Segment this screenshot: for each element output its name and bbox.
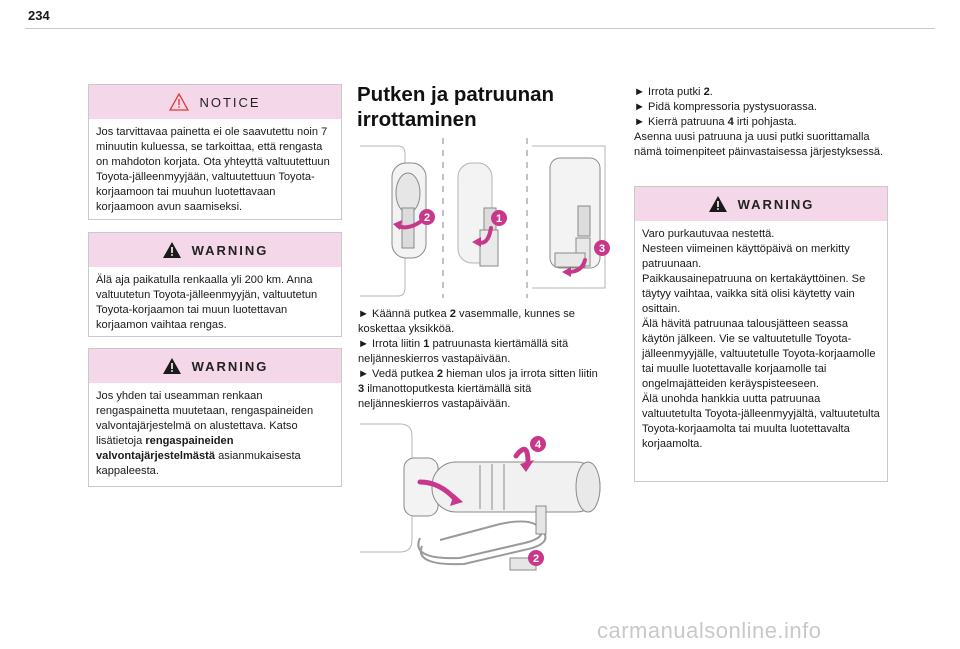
step-text: patruunasta kiertämällä sitä neljänneski… xyxy=(358,338,569,365)
step-text: ► Kierrä patruuna xyxy=(634,116,728,128)
warning-header-2: WARNING xyxy=(89,349,341,383)
warning-triangle-outline-icon xyxy=(169,93,190,111)
step-text: ilmanottoputkesta kiertämällä sitä neljä… xyxy=(358,383,532,410)
warning-box-2: WARNING Jos yhden tai useamman renkaan r… xyxy=(88,348,342,487)
right-step-3: ► Kierrä patruuna 4 irti pohjasta. xyxy=(634,115,890,130)
step-text: irti pohjasta. xyxy=(733,116,797,128)
step-text: ► Irrota liitin xyxy=(358,338,424,350)
page-number: 234 xyxy=(28,8,50,23)
warning-line: Älä unohda hankkia uutta patruunaa valtu… xyxy=(642,393,880,450)
figure-label-1: 1 xyxy=(496,213,502,225)
notice-title: NOTICE xyxy=(199,94,261,110)
step-1: ► Käännä putkea 2 vasemmalle, kunnes se … xyxy=(358,307,603,337)
warning-text-2-link: rengaspaineiden valvontajärjestelmästä xyxy=(96,435,234,462)
step-text: ► Käännä putkea xyxy=(358,308,450,320)
step-2: ► Irrota liitin 1 patruunasta kiertämäll… xyxy=(358,337,603,367)
figure-remove-cartridge: 4 2 xyxy=(360,423,601,571)
warning-line: Varo purkautuvaa nestettä. xyxy=(642,228,775,240)
step-3: ► Vedä putkea 2 hieman ulos ja irrota si… xyxy=(358,367,603,412)
step-ref: 2 xyxy=(703,86,710,98)
warning-box-1: WARNING Älä aja paikatulla renkaalla yli… xyxy=(88,232,342,337)
figure-label-4: 4 xyxy=(535,439,542,451)
warning-box-3: WARNING Varo purkautuvaa nestettä. Neste… xyxy=(634,186,888,482)
right-paragraph: Asenna uusi patruuna ja uusi putki suori… xyxy=(634,131,884,158)
step-ref: 1 xyxy=(423,338,430,350)
step-text: ► Pidä kompressoria pystysuorassa. xyxy=(634,101,818,113)
step-ref: 4 xyxy=(727,116,734,128)
figure-label-2: 2 xyxy=(424,212,430,224)
warning-line: Älä hävitä patruunaa talousjätteen seass… xyxy=(642,318,876,390)
section-heading: Putken ja patruunan irrottaminen xyxy=(357,83,555,131)
warning-header-1: WARNING xyxy=(89,233,341,267)
right-step-1: ► Irrota putki 2. xyxy=(634,85,890,100)
step-text: vasemmalle, kunnes se koskettaa yksikköä… xyxy=(358,308,575,335)
warning-triangle-icon xyxy=(162,358,181,374)
warning-title-3: WARNING xyxy=(737,196,815,212)
warning-text-2: Jos yhden tai useamman renkaan rengaspai… xyxy=(96,389,334,479)
warning-header-3: WARNING xyxy=(635,187,887,221)
figure-disconnect-hose: 2 1 3 xyxy=(360,138,610,298)
step-ref: 2 xyxy=(436,368,444,380)
notice-header: NOTICE xyxy=(89,85,341,119)
warning-text-2-part: asianmukaisesta kappaleesta. xyxy=(96,450,301,477)
step-ref: 3 xyxy=(358,383,365,395)
warning-line: Nesteen viimeinen käyttöpäivä on merkitt… xyxy=(642,243,850,270)
right-steps: ► Irrota putki 2. ► Pidä kompressoria py… xyxy=(634,85,890,160)
warning-triangle-icon xyxy=(162,242,181,258)
figure-label-3: 3 xyxy=(599,243,605,255)
notice-text: Jos tarvittavaa painetta ei ole saavutet… xyxy=(96,126,330,213)
notice-box: NOTICE Jos tarvittavaa painetta ei ole s… xyxy=(88,84,342,220)
right-step-2: ► Pidä kompressoria pystysuorassa. xyxy=(634,100,890,115)
step-ref: 2 xyxy=(449,308,456,320)
section-steps: ► Käännä putkea 2 vasemmalle, kunnes se … xyxy=(358,307,603,412)
warning-title-2: WARNING xyxy=(191,358,269,374)
warning-text-2-part: Jos yhden tai useamman renkaan rengaspai… xyxy=(96,390,314,447)
top-divider xyxy=(25,28,935,29)
figure-label-2b: 2 xyxy=(533,553,539,565)
warning-title-1: WARNING xyxy=(191,242,269,258)
watermark: carmanualsonline.info xyxy=(597,618,822,643)
warning-line: Paikkausainepatruuna on kertakäyttöinen.… xyxy=(642,273,866,315)
warning-triangle-icon xyxy=(708,196,727,212)
step-text: . xyxy=(709,86,713,98)
step-text: hieman ulos ja irrota sitten liitin xyxy=(443,368,598,380)
step-text: ► Vedä putkea xyxy=(358,368,437,380)
step-text: ► Irrota putki xyxy=(634,86,704,98)
warning-text-1: Älä aja paikatulla renkaalla yli 200 km.… xyxy=(96,274,318,331)
